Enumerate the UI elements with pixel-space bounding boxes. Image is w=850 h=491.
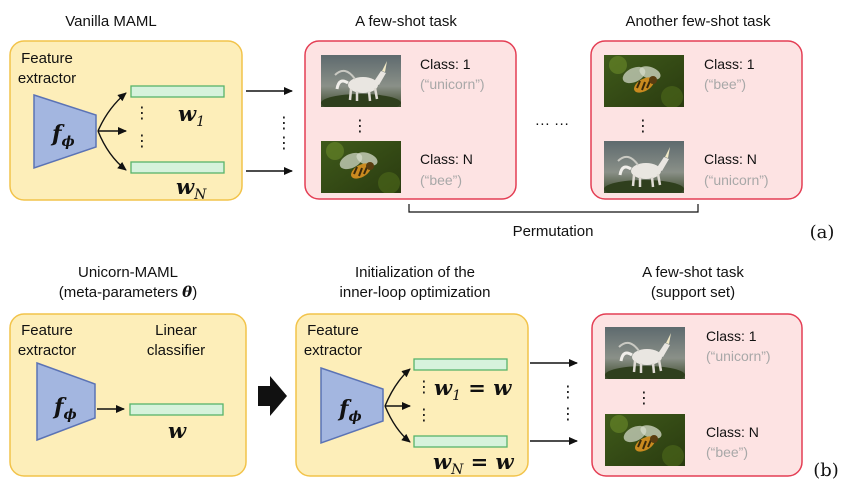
w-label: w [168, 418, 187, 443]
feature-extractor-label-line2: extractor [18, 342, 76, 359]
panel-a-tag: (a) [810, 222, 835, 243]
bee-image [604, 55, 684, 107]
task2-row2-name: (“unicorn”) [704, 172, 769, 188]
task2-row1-class: Class: 1 [704, 56, 755, 72]
vertical-dots-a2: ⋮ [134, 131, 150, 150]
unicorn-image [604, 141, 684, 193]
linear-classifier-label-line1: Linear [155, 322, 197, 339]
between-tasks-dots: ··· ··· [535, 115, 569, 132]
task2-title: Another few-shot task [625, 13, 771, 30]
unicorn-image [321, 55, 401, 107]
support-row1-name: (“unicorn”) [706, 348, 771, 364]
feature-extractor-trapezoid [33, 93, 97, 170]
unicorn-image [605, 327, 685, 379]
feature-extractor-label-line1: Feature [21, 50, 73, 67]
arrow-to-w1 [384, 368, 411, 407]
task1-row1-name: (“unicorn”) [420, 76, 485, 92]
f-phi-label: fϕ [50, 121, 75, 150]
init-title-line1: Initialization of the [355, 264, 475, 281]
f-phi-label: fϕ [337, 396, 362, 425]
vertical-dots-task1: ⋮ [352, 116, 368, 135]
unicorn-maml-box [9, 313, 247, 477]
w1-label: w1 [178, 101, 205, 130]
task1-row2-class: Class: N [420, 151, 473, 167]
support-row2-name: (“bee”) [706, 444, 748, 460]
task2-row2-class: Class: N [704, 151, 757, 167]
feature-extractor-label-line1: Feature [307, 322, 359, 339]
vertical-dots-a3: ⋮ [276, 113, 292, 132]
vertical-dots-support: ⋮ [636, 388, 652, 407]
vertical-dots-task2: ⋮ [635, 116, 651, 135]
vanilla-maml-box [9, 40, 243, 201]
panel-b-tag: (b) [813, 460, 839, 481]
task1-title: A few-shot task [355, 13, 457, 30]
weight-vector-w1 [413, 358, 508, 371]
weight-vector-w1 [130, 85, 225, 98]
feature-extractor-trapezoid [320, 366, 384, 445]
block-arrow-right-icon [258, 376, 287, 416]
support-row1-class: Class: 1 [706, 328, 757, 344]
permutation-label: Permutation [513, 223, 594, 240]
feature-extractor-label-line1: Feature [21, 322, 73, 339]
vertical-dots-b4: ⋮ [560, 404, 576, 423]
wn-label: wN [176, 174, 207, 203]
f-phi-label: fϕ [52, 394, 77, 423]
support-task-subtitle: (support set) [651, 284, 735, 301]
weight-vector-wn [413, 435, 508, 448]
bee-image [321, 141, 401, 193]
task1-row1-class: Class: 1 [420, 56, 471, 72]
vertical-dots-b2: ⋮ [416, 405, 432, 424]
vertical-dots-a4: ⋮ [276, 133, 292, 152]
feature-extractor-trapezoid [36, 361, 96, 442]
unicorn-maml-subtitle: (meta-parameters θ) [59, 283, 197, 301]
unicorn-maml-title: Unicorn-MAML [78, 264, 178, 281]
task2-row1-name: (“bee”) [704, 76, 746, 92]
feature-extractor-label-line2: extractor [304, 342, 362, 359]
weight-vector-wn [130, 161, 225, 174]
arrow-to-w1 [97, 92, 127, 132]
vertical-dots-b1: ⋮ [416, 377, 432, 396]
vertical-dots-b3: ⋮ [560, 382, 576, 401]
support-row2-class: Class: N [706, 424, 759, 440]
vertical-dots-a1: ⋮ [134, 103, 150, 122]
bee-image [605, 414, 685, 466]
arrow-to-wn [384, 405, 411, 443]
arrow-to-wn [97, 130, 127, 171]
task1-row2-name: (“bee”) [420, 172, 462, 188]
wn-equals-w-label: wN = w [433, 449, 515, 478]
weight-vector-w [129, 403, 224, 416]
vanilla-maml-title: Vanilla MAML [65, 13, 156, 30]
support-task-title: A few-shot task [642, 264, 744, 281]
w1-equals-w-label: w1 = w [434, 375, 512, 404]
linear-classifier-label-line2: classifier [147, 342, 205, 359]
feature-extractor-label-line2: extractor [18, 70, 76, 87]
init-title-line2: inner-loop optimization [340, 284, 491, 301]
permutation-bracket [408, 204, 699, 213]
